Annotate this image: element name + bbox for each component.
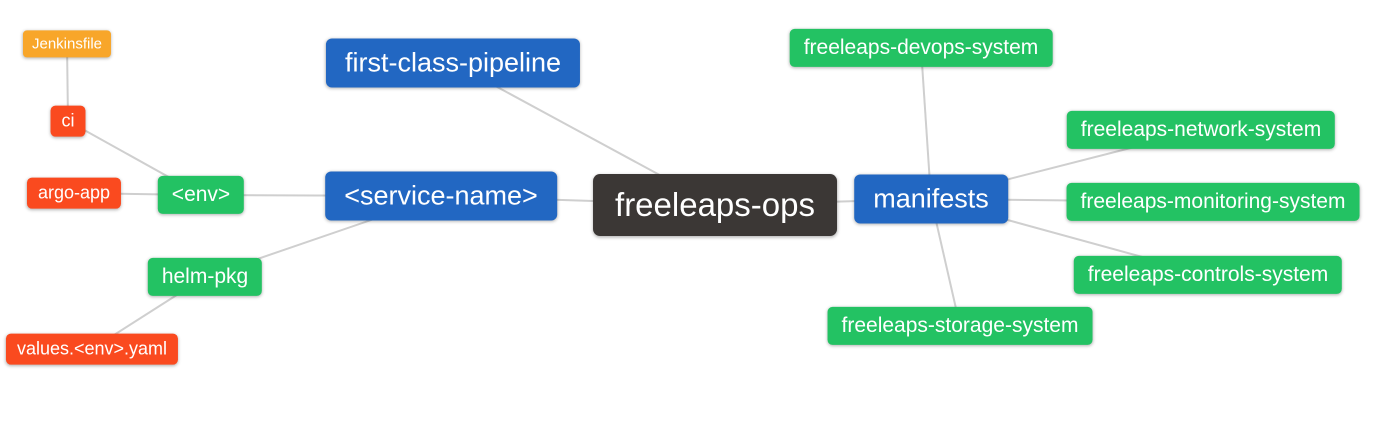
- node-jenkinsfile[interactable]: Jenkinsfile: [22, 30, 112, 58]
- node-manifests[interactable]: manifests: [854, 174, 1008, 224]
- node-ci[interactable]: ci: [50, 105, 86, 137]
- node-freeleaps-monitoring-system[interactable]: freeleaps-monitoring-system: [1066, 182, 1360, 222]
- node-values-env-yaml[interactable]: values.<env>.yaml: [5, 333, 179, 365]
- node-helm-pkg[interactable]: helm-pkg: [147, 257, 263, 297]
- node-service-name[interactable]: <service-name>: [325, 171, 557, 221]
- node-env[interactable]: <env>: [157, 175, 245, 215]
- node-freeleaps-ops[interactable]: freeleaps-ops: [593, 174, 837, 236]
- node-freeleaps-controls-system[interactable]: freeleaps-controls-system: [1073, 255, 1343, 295]
- edge-manifests--freeleaps-devops-system: [920, 47, 932, 200]
- node-freeleaps-devops-system[interactable]: freeleaps-devops-system: [789, 28, 1053, 68]
- node-argo-app[interactable]: argo-app: [26, 177, 122, 209]
- node-freeleaps-network-system[interactable]: freeleaps-network-system: [1066, 110, 1336, 150]
- node-freeleaps-storage-system[interactable]: freeleaps-storage-system: [827, 306, 1093, 346]
- node-first-class-pipeline[interactable]: first-class-pipeline: [325, 38, 581, 88]
